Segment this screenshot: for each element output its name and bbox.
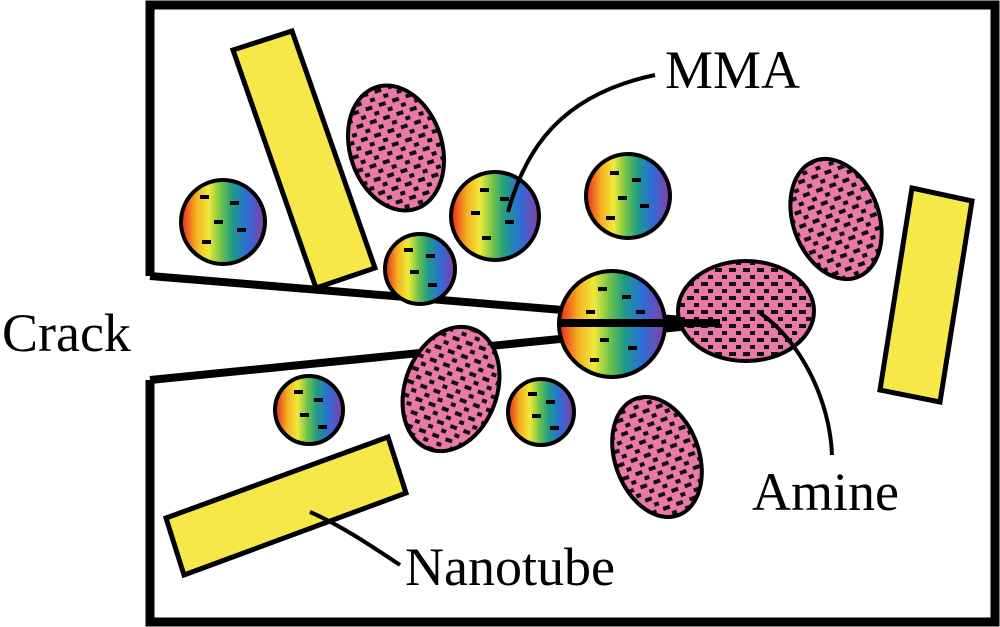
mma-capsule [449, 170, 541, 262]
nanotube-rod [162, 433, 410, 579]
matrix-outline [145, 0, 1000, 627]
mma-capsule [383, 232, 457, 306]
crack-label: Crack [2, 303, 131, 363]
amine-label: Amine [752, 462, 899, 522]
amine-capsule [610, 394, 704, 520]
mma-capsule [179, 178, 267, 266]
crack-wedge [146, 276, 720, 380]
mma-leader-line [506, 73, 656, 213]
amine-capsule [345, 83, 447, 213]
mma-capsule [584, 152, 672, 240]
nanotube-rod [229, 27, 379, 292]
nanotube-rod [877, 184, 975, 405]
nanotube-label: Nanotube [405, 537, 615, 597]
amine-leader-line [758, 311, 834, 456]
amine-capsule [400, 324, 502, 454]
mma-capsule [506, 377, 576, 447]
mma-label: MMA [665, 40, 800, 100]
mma-capsule [273, 374, 345, 446]
amine-capsule [676, 259, 816, 363]
nanotube-leader-line [309, 510, 402, 567]
amine-capsule [788, 156, 884, 282]
